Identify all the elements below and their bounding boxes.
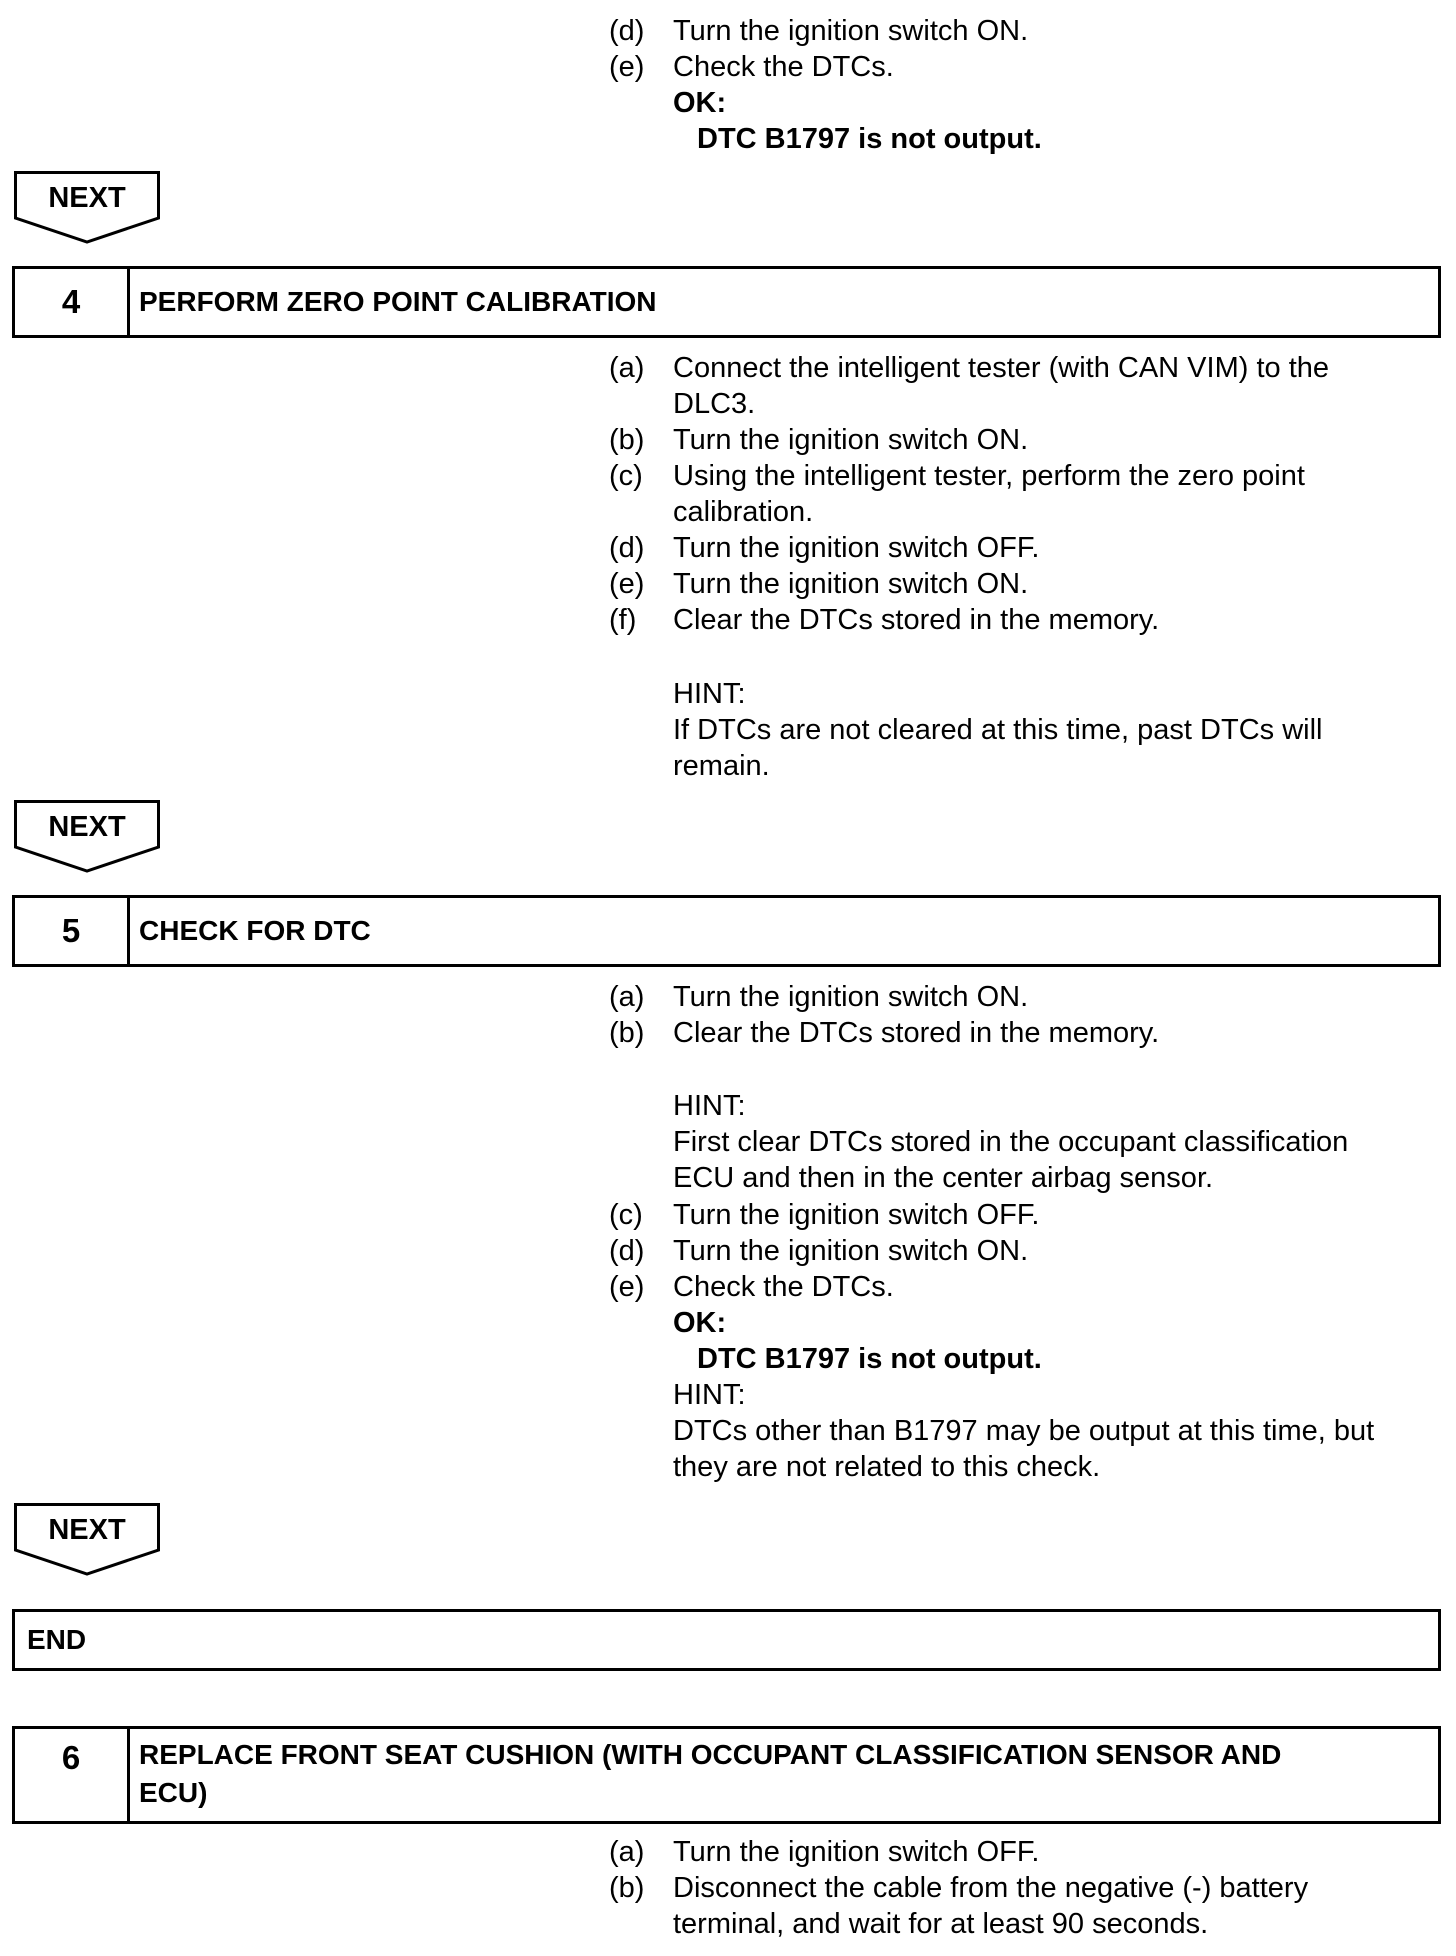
item-text: Turn the ignition switch ON. [673, 981, 1029, 1013]
item-label: (d) [609, 1235, 645, 1267]
step-title: REPLACE FRONT SEAT CUSHION (WITH OCCUPAN… [139, 1736, 1426, 1812]
item-text: Turn the ignition switch ON. [673, 1235, 1029, 1267]
item-text: Check the DTCs. [673, 51, 894, 83]
item-text: Check the DTCs. [673, 1271, 894, 1303]
item-text: Connect the intelligent tester (with CAN… [673, 352, 1330, 384]
item-text: Clear the DTCs stored in the memory. [673, 1017, 1160, 1049]
item-label: (c) [609, 1199, 643, 1231]
item-text: Turn the ignition switch ON. [673, 568, 1029, 600]
item-label: (e) [609, 568, 645, 600]
step-title-line: REPLACE FRONT SEAT CUSHION (WITH OCCUPAN… [139, 1739, 1282, 1770]
item-label: (f) [609, 604, 637, 636]
item-text: DLC3. [673, 388, 756, 420]
step-5-header: 5 CHECK FOR DTC [12, 895, 1441, 967]
item-text: Using the intelligent tester, perform th… [673, 460, 1305, 492]
next-label: NEXT [48, 1514, 126, 1546]
item-label: (b) [609, 424, 645, 456]
item-label: (e) [609, 51, 645, 83]
step-title: CHECK FOR DTC [139, 915, 371, 946]
item-label: (a) [609, 1836, 645, 1868]
item-label: (d) [609, 532, 645, 564]
next-arrow-shape [14, 1503, 160, 1576]
step-4-header: 4 PERFORM ZERO POINT CALIBRATION [12, 266, 1441, 338]
item-text: Turn the ignition switch ON. [673, 15, 1029, 47]
next-arrow-shape [14, 171, 160, 244]
item-label: (a) [609, 352, 645, 384]
item-label: (a) [609, 981, 645, 1013]
item-text: Turn the ignition switch OFF. [673, 1836, 1040, 1868]
next-arrow: NEXT [14, 171, 160, 245]
item-text: calibration. [673, 496, 814, 528]
item-text: Clear the DTCs stored in the memory. [673, 604, 1160, 636]
end-label: END [27, 1624, 87, 1655]
step-number: 5 [15, 898, 130, 964]
step-title-line: ECU) [139, 1777, 208, 1808]
step-number: 6 [15, 1729, 130, 1821]
next-label: NEXT [48, 182, 126, 214]
end-box: END [12, 1609, 1441, 1671]
next-arrow: NEXT [14, 800, 160, 874]
item-label: (b) [609, 1872, 645, 1904]
item-label: (b) [609, 1017, 645, 1049]
step-title: PERFORM ZERO POINT CALIBRATION [139, 286, 657, 317]
next-arrow: NEXT [14, 1503, 160, 1577]
item-text: Turn the ignition switch ON. [673, 424, 1029, 456]
next-arrow-shape [14, 800, 160, 873]
step-6-header: 6 REPLACE FRONT SEAT CUSHION (WITH OCCUP… [12, 1726, 1441, 1824]
item-text: Turn the ignition switch OFF. [673, 532, 1040, 564]
next-label: NEXT [48, 811, 126, 843]
item-text: Turn the ignition switch OFF. [673, 1199, 1040, 1231]
item-label: (c) [609, 460, 643, 492]
item-label: (d) [609, 15, 645, 47]
item-text: terminal, and wait for at least 90 secon… [673, 1908, 1209, 1940]
step-number: 4 [15, 269, 130, 335]
item-text: Disconnect the cable from the negative (… [673, 1872, 1309, 1904]
item-label: (e) [609, 1271, 645, 1303]
